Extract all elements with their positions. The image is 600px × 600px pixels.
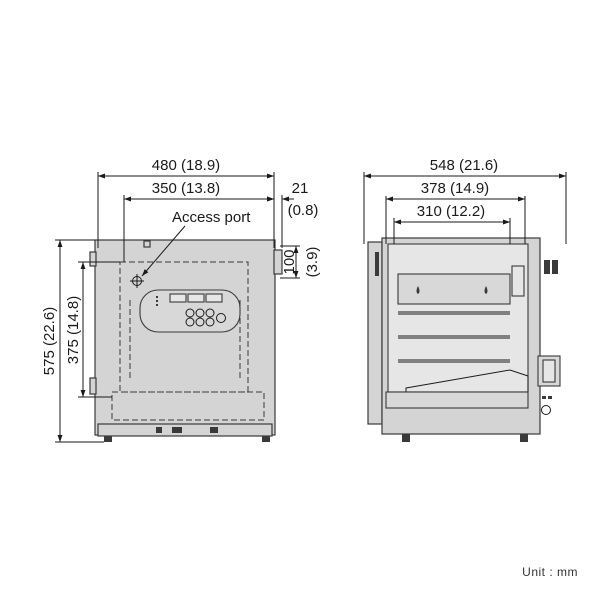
front-cabinet — [94, 239, 276, 436]
total-height-label: 575 (22.6) — [41, 307, 58, 375]
front-inner-width-label: 350 (13.8) — [152, 180, 220, 197]
port-height-label: 100 — [281, 249, 298, 274]
access-port-leader — [141, 225, 186, 277]
side-mid-depth-label: 378 (14.9) — [421, 180, 489, 197]
lower-chamber — [385, 391, 529, 409]
front-foot-left — [104, 436, 112, 442]
access-port-label: Access port — [172, 209, 251, 226]
water-tray — [405, 369, 529, 393]
panel-button — [195, 308, 205, 318]
panel-button — [205, 317, 215, 327]
vent — [552, 260, 558, 274]
front-hinge-bottom — [89, 377, 97, 395]
front-top-tab — [143, 240, 151, 248]
panel-button — [185, 308, 195, 318]
side-depth-label: 548 (21.6) — [430, 157, 498, 174]
door-outline — [119, 261, 249, 393]
front-view — [89, 239, 283, 442]
panel-button — [205, 308, 215, 318]
side-foot-right — [520, 434, 528, 442]
lower-outline — [111, 391, 265, 421]
side-sensor — [511, 265, 525, 297]
side-view — [367, 237, 561, 442]
side-foot-left — [402, 434, 410, 442]
door-handle — [375, 252, 379, 276]
display-1 — [169, 293, 187, 303]
inner-back-wall — [397, 273, 511, 305]
panel-knob — [216, 313, 226, 323]
panel-button — [185, 317, 195, 327]
side-knob — [541, 405, 551, 415]
access-port-pipe — [273, 249, 283, 275]
front-foot-right — [262, 436, 270, 442]
side-inner-depth-label: 310 (12.2) — [417, 203, 485, 220]
display-3 — [205, 293, 223, 303]
side-chamber — [387, 243, 529, 393]
display-2 — [187, 293, 205, 303]
side-dimensions: 548 (21.6) 378 (14.9) 310 (12.2) — [363, 157, 567, 244]
front-dimensions: 480 (18.9) 350 (13.8) 21 (0.8) Access po… — [41, 157, 321, 443]
front-hinge-top — [89, 251, 97, 267]
front-width-label: 480 (18.9) — [152, 157, 220, 174]
panel-button — [195, 317, 205, 327]
port-offset-inch-label: (0.8) — [288, 202, 319, 219]
vent — [544, 260, 550, 274]
port-height-inch-label: (3.9) — [304, 247, 321, 278]
port-offset-label: 21 — [292, 180, 309, 197]
inner-height-label: 375 (14.8) — [65, 296, 82, 364]
front-base — [97, 423, 273, 437]
unit-label: Unit : mm — [522, 565, 578, 579]
